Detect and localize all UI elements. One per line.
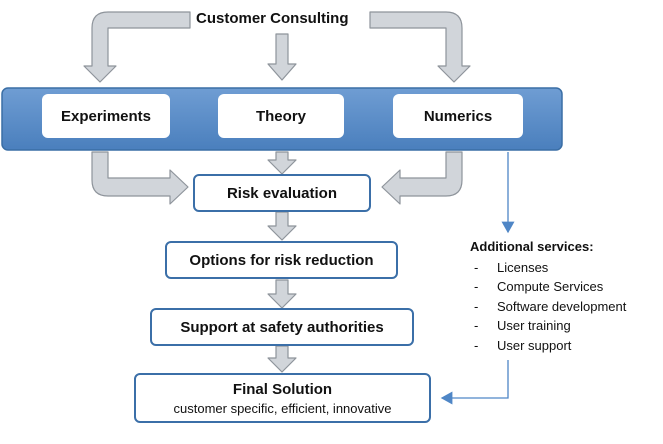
arrow-risk-to-options xyxy=(267,211,297,241)
arrow-options-to-support xyxy=(267,279,297,309)
additional-services-list: - Licenses - Compute Services - Software de… xyxy=(470,258,626,356)
service-item: - User training xyxy=(470,316,626,336)
support-safety-authorities-box: Support at safety authorities xyxy=(150,308,414,346)
final-solution-box: Final Solution customer specific, effici… xyxy=(134,373,431,423)
customer-consulting-title: Customer Consulting xyxy=(196,10,349,27)
service-item-label: Compute Services xyxy=(497,279,604,294)
theory-box: Theory xyxy=(218,94,344,138)
arrow-support-to-final xyxy=(267,345,297,373)
service-item-label: Software development xyxy=(497,298,627,314)
arrow-experiments-to-risk xyxy=(91,151,189,205)
arrow-title-to-numerics xyxy=(369,11,471,83)
service-item-label: Licenses xyxy=(497,259,549,275)
list-dash: - xyxy=(474,259,479,275)
arrow-theory-to-risk xyxy=(267,151,297,175)
service-item-label: User support xyxy=(497,337,572,353)
list-dash: - xyxy=(474,337,479,353)
arrow-numerics-to-risk xyxy=(381,151,463,205)
final-solution-subtitle: customer specific, efficient, innovative xyxy=(173,400,392,416)
arrow-title-to-experiments xyxy=(83,11,191,83)
service-item: - User support xyxy=(470,336,626,356)
list-dash: - xyxy=(474,318,479,333)
service-item: - Software development xyxy=(470,297,626,317)
service-item: - Compute Services xyxy=(470,277,626,297)
additional-services: Additional services: - Licenses - Compute … xyxy=(470,237,626,355)
service-item: - Licenses xyxy=(470,258,626,278)
final-solution-title: Final Solution xyxy=(232,380,333,398)
additional-services-title: Additional services: xyxy=(470,239,594,254)
experiments-box: Experiments xyxy=(42,94,170,138)
list-dash: - xyxy=(474,279,479,294)
list-dash: - xyxy=(474,298,479,314)
numerics-box: Numerics xyxy=(393,94,523,138)
arrow-title-to-theory xyxy=(267,33,297,81)
options-risk-reduction-box: Options for risk reduction xyxy=(165,241,398,279)
service-item-label: User training xyxy=(497,318,571,333)
risk-evaluation-box: Risk evaluation xyxy=(193,174,371,212)
connector-services-to-final xyxy=(440,360,509,405)
